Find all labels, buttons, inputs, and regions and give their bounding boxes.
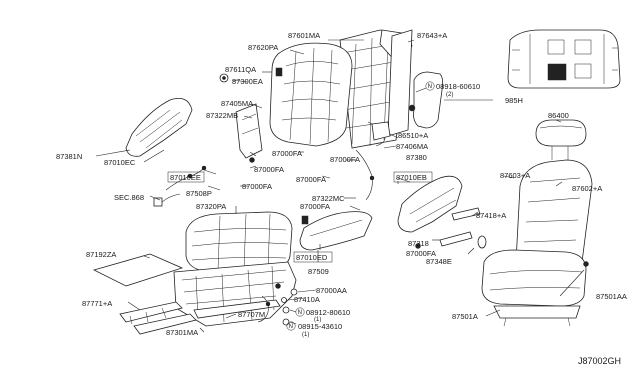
seatback-side-bracket <box>235 103 263 163</box>
seatback-trim <box>269 42 353 147</box>
seat-side-shield-inner <box>125 97 193 157</box>
side-airbag-module <box>408 71 444 129</box>
label-87000fa-7: 87000FA <box>406 249 436 258</box>
box-87010ed <box>293 251 333 263</box>
bolt-87000aa <box>290 288 298 296</box>
label-87000fa-3: 87000FA <box>254 165 284 174</box>
label-87418a: 87418+A <box>476 211 506 220</box>
label-87348e: 87348E <box>426 257 452 266</box>
seat-mat <box>92 253 184 287</box>
nut-symbol: N <box>289 324 293 330</box>
slide-rails <box>119 301 197 335</box>
label-87000fa-4: 87000FA <box>296 175 326 184</box>
nut-callout-08912: N 08912-80610 (1) <box>295 307 350 323</box>
seat-location-highlight <box>547 63 567 81</box>
nut-08912 <box>282 306 290 314</box>
nut-callout-08918: N 08918-60610 (2) <box>425 81 480 98</box>
seat-frame-slide <box>173 261 297 327</box>
label-87010ed: 87010ED <box>296 253 328 262</box>
label-87508p: 87508P <box>186 189 212 198</box>
label-87322mb: 87322MB <box>206 111 238 120</box>
label-08918-qty: (2) <box>446 92 453 98</box>
label-87192za: 87192ZA <box>86 250 116 259</box>
label-87000aa: 87000AA <box>316 286 347 295</box>
label-87301ma: 87301MA <box>166 328 198 337</box>
bolt-87410a <box>281 297 287 303</box>
nut-symbol: N <box>428 84 432 90</box>
label-87643a: 87643+A <box>417 31 447 40</box>
label-87406ma: 87406MA <box>396 142 428 151</box>
label-sec868: SEC.868 <box>114 193 144 202</box>
label-86400: 86400 <box>548 111 569 120</box>
label-87501aa: 87501AA <box>596 292 627 301</box>
label-87707m: 87707M <box>238 310 265 319</box>
label-87602a: 87602+A <box>572 184 602 193</box>
seat-side-shield-outer <box>397 175 463 233</box>
label-87010eb: 87010EB <box>396 173 427 182</box>
label-87381n: 87381N <box>56 152 82 161</box>
label-87010ec: 87010EC <box>104 158 136 167</box>
label-87000fa-5: 87000FA <box>242 182 272 191</box>
label-08918-60610: 08918-60610 <box>436 82 480 91</box>
seat-assembly <box>481 159 593 327</box>
label-87509: 87509 <box>308 267 329 276</box>
label-87000fa-2: 87000FA <box>330 155 360 164</box>
label-08912-80610: 08912-80610 <box>306 308 350 317</box>
label-87320pa: 87320PA <box>196 202 226 211</box>
label-87603a: 87603+A <box>500 171 530 180</box>
label-87611qa: 87611QA <box>225 65 256 74</box>
seat-side-trim-center <box>299 211 373 251</box>
label-87010ee: 87010EE <box>170 173 201 182</box>
box-87010ee <box>167 171 205 183</box>
label-08915-qty: (1) <box>302 332 309 338</box>
adjust-knob <box>439 231 473 247</box>
label-87000fa-6: 87000FA <box>300 202 330 211</box>
lever-handle <box>451 207 481 221</box>
label-87318: 87318 <box>408 239 429 248</box>
nut-symbol: N <box>298 310 302 316</box>
label-08915-43610: 08915-43610 <box>298 322 342 331</box>
label-86510a: 86510+A <box>398 131 428 140</box>
label-87771a: 87771+A <box>82 299 112 308</box>
label-87000fa-1: 87000FA <box>272 149 302 158</box>
label-08912-qty: (1) <box>314 317 321 323</box>
seat-cushion <box>185 211 293 273</box>
vehicle-locator <box>507 29 621 89</box>
label-87620pa: 87620PA <box>248 43 278 52</box>
seatback-board <box>387 29 413 137</box>
label-87501a: 87501A <box>452 312 478 321</box>
cap-87348e <box>477 235 487 249</box>
nut-callout-08915: N 08915-43610 (1) <box>286 321 342 338</box>
leader-lines <box>95 39 585 333</box>
label-87410a: 87410A <box>294 295 320 304</box>
label-985h: 985H <box>505 96 523 105</box>
headrest <box>535 119 587 160</box>
callout-labels: 87601MA 87620PA 87643+A 87611QA 87300EA … <box>56 31 627 366</box>
label-87601ma: 87601MA <box>288 31 320 40</box>
seat-harness <box>153 165 207 207</box>
label-87380: 87380 <box>406 153 427 162</box>
diagram-code: J87002GH <box>578 356 621 366</box>
label-87405ma: 87405MA <box>221 99 253 108</box>
box-87010eb <box>393 171 433 183</box>
label-87322mc: 87322MC <box>312 194 345 203</box>
label-87300ea: 87300EA <box>232 77 263 86</box>
